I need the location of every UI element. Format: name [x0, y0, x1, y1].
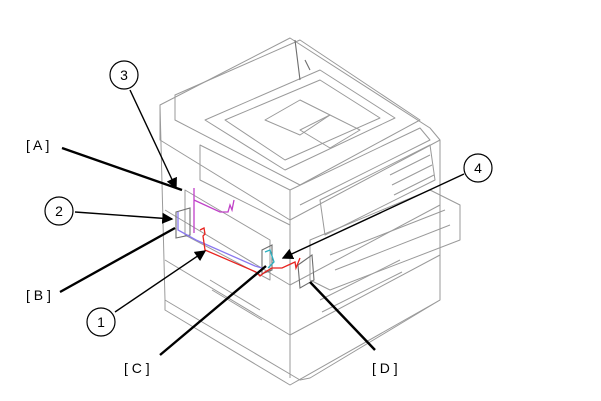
leader-2: [74, 211, 174, 224]
cable-violet: [177, 212, 263, 269]
leader-d: [309, 281, 376, 351]
leader-a: [61, 146, 183, 192]
callout-1: 1: [86, 307, 116, 337]
printer-illustration: [159, 37, 461, 386]
callout-1-label: 1: [97, 314, 105, 330]
callout-2-label: 2: [55, 203, 63, 219]
cable-cyan: [264, 249, 275, 269]
label-d: [ D ]: [372, 360, 398, 376]
cable-red: [199, 227, 301, 277]
cable-magenta: [193, 188, 235, 233]
callout-4-label: 4: [474, 160, 482, 176]
leader-3: [129, 89, 177, 190]
label-a: [ A ]: [26, 137, 49, 153]
callout-3-label: 3: [120, 67, 128, 83]
leader-c: [159, 265, 267, 356]
label-b: [ B ]: [26, 287, 51, 303]
callout-3: 3: [109, 60, 139, 90]
leader-4: [281, 173, 465, 259]
leader-b: [59, 226, 176, 294]
callout-4: 4: [463, 153, 493, 183]
leader-1: [114, 250, 207, 313]
label-c: [ C ]: [124, 360, 150, 376]
callout-2: 2: [44, 196, 74, 226]
